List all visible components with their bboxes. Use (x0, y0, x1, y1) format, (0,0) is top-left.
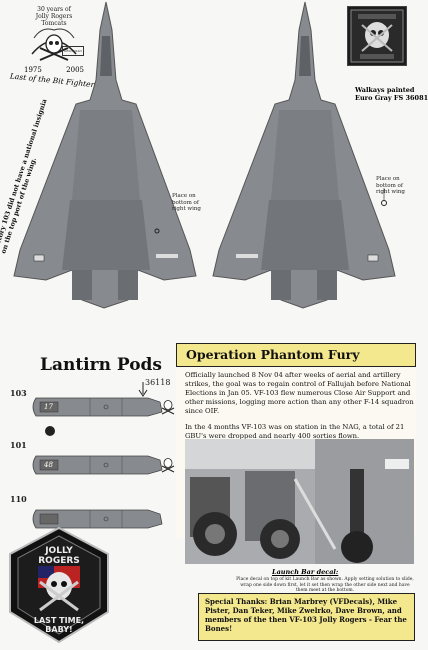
special-thanks-box: Special Thanks: Brian Marbrey (VFDecals)… (198, 593, 415, 641)
skull-crossbones-small-icon (161, 400, 175, 415)
walkways-note-line-1: Walkays painted (355, 86, 415, 94)
grumman-logo: GRUMMAN (62, 46, 84, 56)
arrow-down-icon (138, 382, 148, 397)
emblem-years: 1975 2005 (24, 66, 84, 74)
f14-right-plan-icon (212, 1, 396, 309)
f14-left-plan-icon (13, 1, 197, 309)
place-note-right: Place on bottom of right wing (376, 176, 405, 195)
operation-paragraph-2: In the 4 months VF-103 was on station in… (185, 423, 405, 440)
jolly-rogers-patch: JOLLY ROGERS LAST TIME, BABY! (4, 524, 114, 646)
pod-label-110: 110 (10, 494, 27, 504)
place-note-left: Place on bottom of right wing (172, 193, 201, 212)
landing-gear-photo-icon (185, 439, 414, 564)
launch-bar-photo (185, 439, 414, 564)
lantirn-fs-number: 36118 (145, 378, 171, 387)
pod-code-101: 48 (44, 461, 53, 469)
launch-bar-instructions: Place decal on top of kit Launch Bar as … (236, 577, 414, 593)
lantirn-pod-110 (32, 509, 163, 529)
skull-crossbones-icon (31, 28, 77, 61)
lantirn-title: Lantirn Pods (40, 355, 162, 375)
patch-top-text: JOLLY ROGERS (38, 546, 80, 566)
pod-label-101: 101 (10, 440, 27, 450)
operation-title: Operation Phantom Fury (176, 343, 416, 367)
year-end: 2005 (66, 66, 84, 74)
anniversary-emblem: 30 years of Jolly Rogers Tomcats GRUMMAN… (10, 2, 99, 100)
skull-patch-icon (350, 9, 404, 63)
emblem-line-1: 30 years of (37, 6, 71, 13)
emblem-line-3: Tomcats (41, 20, 67, 27)
emblem-line-2: Jolly Rogers (35, 13, 73, 20)
pod-code-103: 17 (44, 403, 53, 411)
walkways-note: Walkays painted Euro Gray FS 36081 (355, 86, 428, 102)
operation-paragraph-1: Officially launched 8 Nov 04 after weeks… (185, 371, 414, 415)
lantirn-pod-101 (32, 455, 163, 475)
skull-crossbones-small-icon-2 (161, 458, 175, 473)
launch-bar-title: Launch Bar decal: (272, 568, 339, 576)
aircraft-top-views (13, 1, 396, 309)
patch-bottom-text: LAST TIME, BABY! (33, 616, 85, 634)
lantirn-pod-103 (32, 397, 163, 417)
squadron-patch-small (347, 6, 407, 66)
pod-label-103: 103 (10, 388, 27, 398)
jolly-rogers-patch-icon (9, 526, 109, 644)
walkways-note-line-2: Euro Gray FS 36081 (355, 94, 428, 102)
year-start: 1975 (24, 66, 42, 74)
pod-emblem-103-icon (45, 426, 55, 436)
